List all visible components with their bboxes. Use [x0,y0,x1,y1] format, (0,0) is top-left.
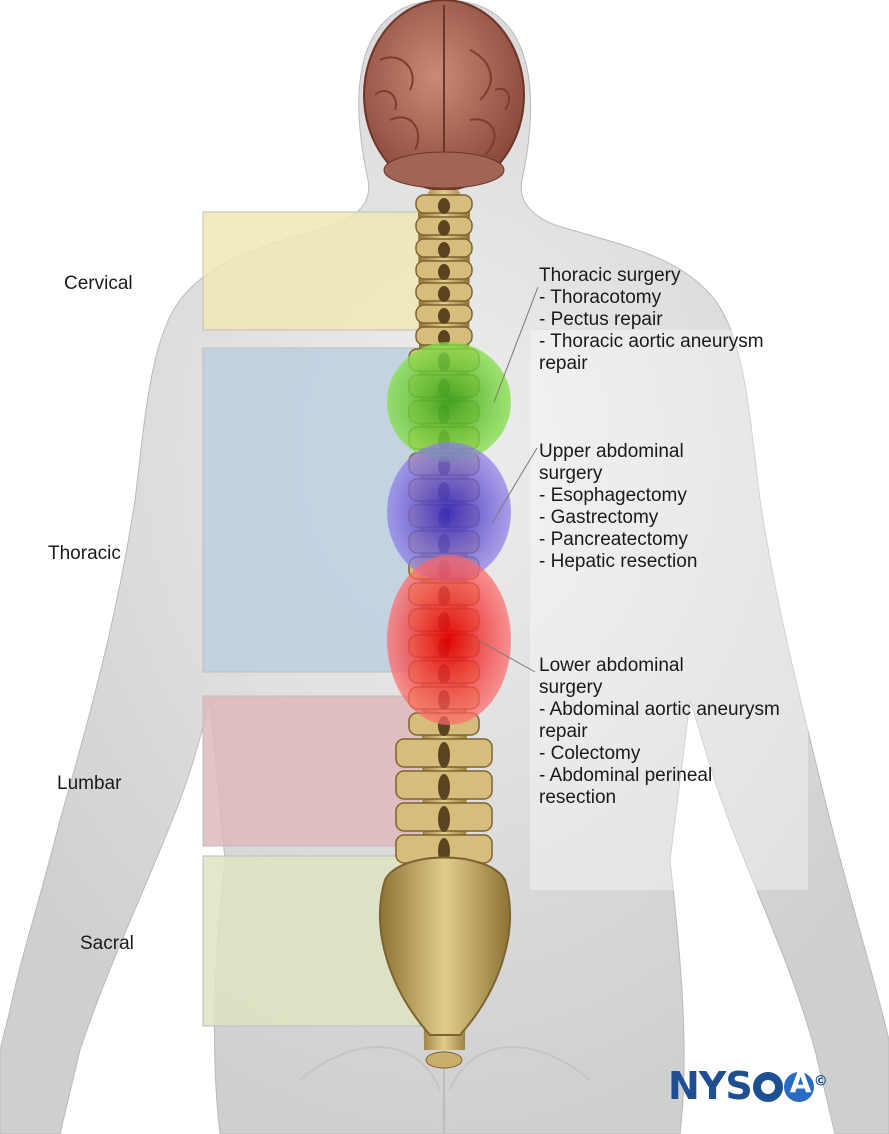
cervical-label: Cervical [64,273,133,295]
thoracic-item-2: - Pectus repair [539,309,764,331]
upper-item-4: - Hepatic resection [539,551,697,573]
sacral-label: Sacral [80,933,134,955]
lower-abdominal-title-2: surgery [539,677,780,699]
nysora-logo: NYS© [668,1064,827,1108]
lower-abdominal-title: Lower abdominal [539,655,780,677]
lower-abdominal-zone [387,555,511,725]
spinous-process [438,286,450,302]
thoracic-item-1: - Thoracotomy [539,287,764,309]
spinous-process [438,264,450,280]
lower-item-4: - Abdominal perineal [539,765,780,787]
spinous-process [438,242,450,258]
spinous-process [438,806,450,832]
thoracic-surgery-title: Thoracic surgery [539,265,764,287]
spinous-process [438,742,450,768]
thoracic-surgery-annotation: Thoracic surgery - Thoracotomy - Pectus … [539,265,764,375]
brain-illustration [364,0,524,190]
cervical-box [203,212,420,330]
lumbar-box [203,696,420,846]
upper-item-2: - Gastrectomy [539,507,697,529]
upper-item-3: - Pancreatectomy [539,529,697,551]
upper-item-1: - Esophagectomy [539,485,697,507]
upper-abdominal-annotation: Upper abdominal surgery - Esophagectomy … [539,441,697,573]
lower-abdominal-annotation: Lower abdominal surgery - Abdominal aort… [539,655,780,809]
lower-item-1: - Abdominal aortic aneurysm [539,699,780,721]
spinous-process [438,774,450,800]
lumbar-label: Lumbar [57,773,121,795]
thoracic-item-3: - Thoracic aortic aneurysm [539,331,764,353]
upper-abdominal-title: Upper abdominal [539,441,697,463]
spinous-process [438,198,450,214]
thoracic-item-4: repair [539,353,764,375]
upper-abdominal-title-2: surgery [539,463,697,485]
lower-item-3: - Colectomy [539,743,780,765]
thoracic-label: Thoracic [48,543,121,565]
spinous-process [438,308,450,324]
lower-item-5: resection [539,787,780,809]
spinous-process [438,220,450,236]
lower-item-2: repair [539,721,780,743]
